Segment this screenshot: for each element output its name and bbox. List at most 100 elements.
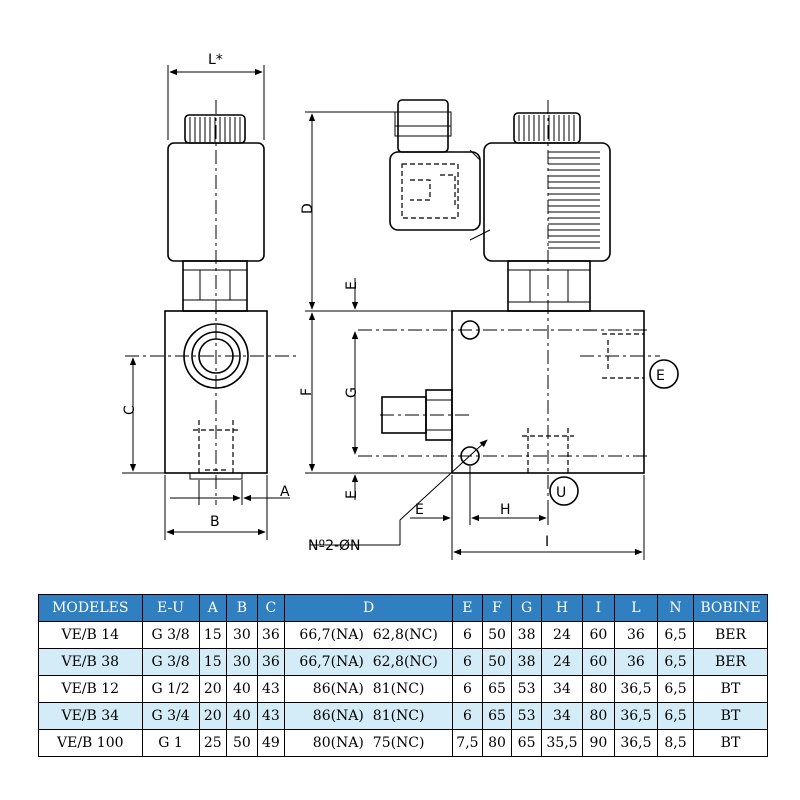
table-cell: 80(NA) 75(NC) <box>284 729 454 757</box>
table-cell: BER <box>692 621 769 649</box>
header-cell: A <box>198 594 228 622</box>
header-cell: E <box>452 594 483 622</box>
table-cell: 65 <box>481 675 513 703</box>
label-port-e: E <box>656 368 665 384</box>
port-u-callout: U <box>549 476 579 506</box>
table-cell: 6,5 <box>657 702 694 730</box>
table-cell: 25 <box>198 729 228 757</box>
table-cell: 36 <box>256 648 286 676</box>
table-cell: VE/B 12 <box>38 675 143 703</box>
table-cell: 50 <box>226 729 258 757</box>
header-cell: L <box>613 594 659 622</box>
table-cell: 20 <box>198 675 228 703</box>
dimension-e-bottom: E <box>344 474 360 500</box>
table-cell: 49 <box>256 729 286 757</box>
header-cell: F <box>481 594 513 622</box>
header-cell: E-U <box>141 594 200 622</box>
table-cell: VE/B 38 <box>38 648 143 676</box>
table-cell: 36,5 <box>613 675 659 703</box>
coil-front <box>483 112 611 262</box>
table-cell: BER <box>692 648 769 676</box>
table-cell: G 1 <box>141 729 200 757</box>
table-cell: 6,5 <box>657 621 694 649</box>
port-e-callout: E <box>649 359 679 389</box>
table-cell: 80 <box>582 675 615 703</box>
table-cell: VE/B 34 <box>38 702 143 730</box>
table-cell: BT <box>692 702 769 730</box>
table-cell: G 3/8 <box>141 648 200 676</box>
table-row: VE/B 100 G 1 25 50 49 80(NA) 75(NC) 7,5 … <box>38 729 769 757</box>
coil-nut-front <box>507 260 591 312</box>
front-view <box>358 99 660 500</box>
table-cell: 36 <box>613 648 659 676</box>
table-cell: 15 <box>198 621 228 649</box>
side-view <box>125 100 300 505</box>
dimension-a: A <box>170 480 290 505</box>
header-cell: I <box>582 594 615 622</box>
header-cell: C <box>256 594 286 622</box>
header-cell: MODELES <box>38 594 143 622</box>
table-cell: 38 <box>511 648 542 676</box>
dimension-d: D <box>300 111 395 310</box>
dimension-c: C <box>122 357 165 474</box>
table-row: VE/B 34 G 3/4 20 40 43 86(NA) 81(NC) 6 6… <box>38 702 769 730</box>
table-cell: VE/B 14 <box>38 621 143 649</box>
table-cell: 6 <box>452 648 483 676</box>
header-cell: B <box>226 594 258 622</box>
table-cell: 7,5 <box>452 729 483 757</box>
table-cell: VE/B 100 <box>38 729 143 757</box>
table-cell: 86(NA) 81(NC) <box>284 675 454 703</box>
table-cell: 40 <box>226 702 258 730</box>
table-cell: 36,5 <box>613 729 659 757</box>
dimension-b: B <box>164 475 268 540</box>
table-cell: 36 <box>613 621 659 649</box>
table-cell: BT <box>692 675 769 703</box>
header-cell: N <box>657 594 694 622</box>
connector-plug <box>389 99 491 241</box>
label-h: H <box>500 502 511 518</box>
table-cell: 65 <box>481 702 513 730</box>
table-cell: 24 <box>540 648 584 676</box>
table-cell: 53 <box>511 702 542 730</box>
table-cell: 24 <box>540 621 584 649</box>
label-f: F <box>299 388 315 396</box>
label-c: C <box>122 405 138 415</box>
table-cell: BT <box>692 729 769 757</box>
table-row: VE/B 14 G 3/8 15 30 36 66,7(NA) 62,8(NC)… <box>38 621 769 649</box>
table-cell: 65 <box>511 729 542 757</box>
table-cell: 50 <box>481 621 513 649</box>
table-cell: 30 <box>226 648 258 676</box>
label-g: G <box>344 387 360 398</box>
hole-leader: Nº2-ØN <box>308 439 488 554</box>
table-cell: 66,7(NA) 62,8(NC) <box>284 621 454 649</box>
dimension-e-h: E H <box>410 466 549 525</box>
label-b: B <box>210 514 220 530</box>
table-cell: 36 <box>256 621 286 649</box>
table-row: VE/B 12 G 1/2 20 40 43 86(NA) 81(NC) 6 6… <box>38 675 769 703</box>
table-cell: 43 <box>256 675 286 703</box>
dimension-i: I <box>451 475 645 560</box>
table-cell: 20 <box>198 702 228 730</box>
header-cell: D <box>284 594 454 622</box>
table-cell: 30 <box>226 621 258 649</box>
dimension-l: L* <box>167 52 265 140</box>
label-hole-note: Nº2-ØN <box>308 538 361 554</box>
table-cell: 80 <box>481 729 513 757</box>
table-cell: 6,5 <box>657 675 694 703</box>
table-cell: 50 <box>481 648 513 676</box>
table-cell: 90 <box>582 729 615 757</box>
label-e-top: E <box>344 281 360 290</box>
table-cell: 15 <box>198 648 228 676</box>
table-cell: G 3/8 <box>141 621 200 649</box>
dimension-e-top: E <box>344 278 360 350</box>
table-cell: 6 <box>452 702 483 730</box>
label-d: D <box>300 203 316 214</box>
spec-table: MODELES E-U A B C D E F G H I L N BOBINE… <box>38 594 769 757</box>
header-cell: G <box>511 594 542 622</box>
label-i: I <box>545 534 549 550</box>
header-cell: BOBINE <box>692 594 769 622</box>
table-cell: 35,5 <box>540 729 584 757</box>
label-e-mid: E <box>415 502 424 518</box>
label-a: A <box>280 484 290 500</box>
table-cell: 6 <box>452 621 483 649</box>
